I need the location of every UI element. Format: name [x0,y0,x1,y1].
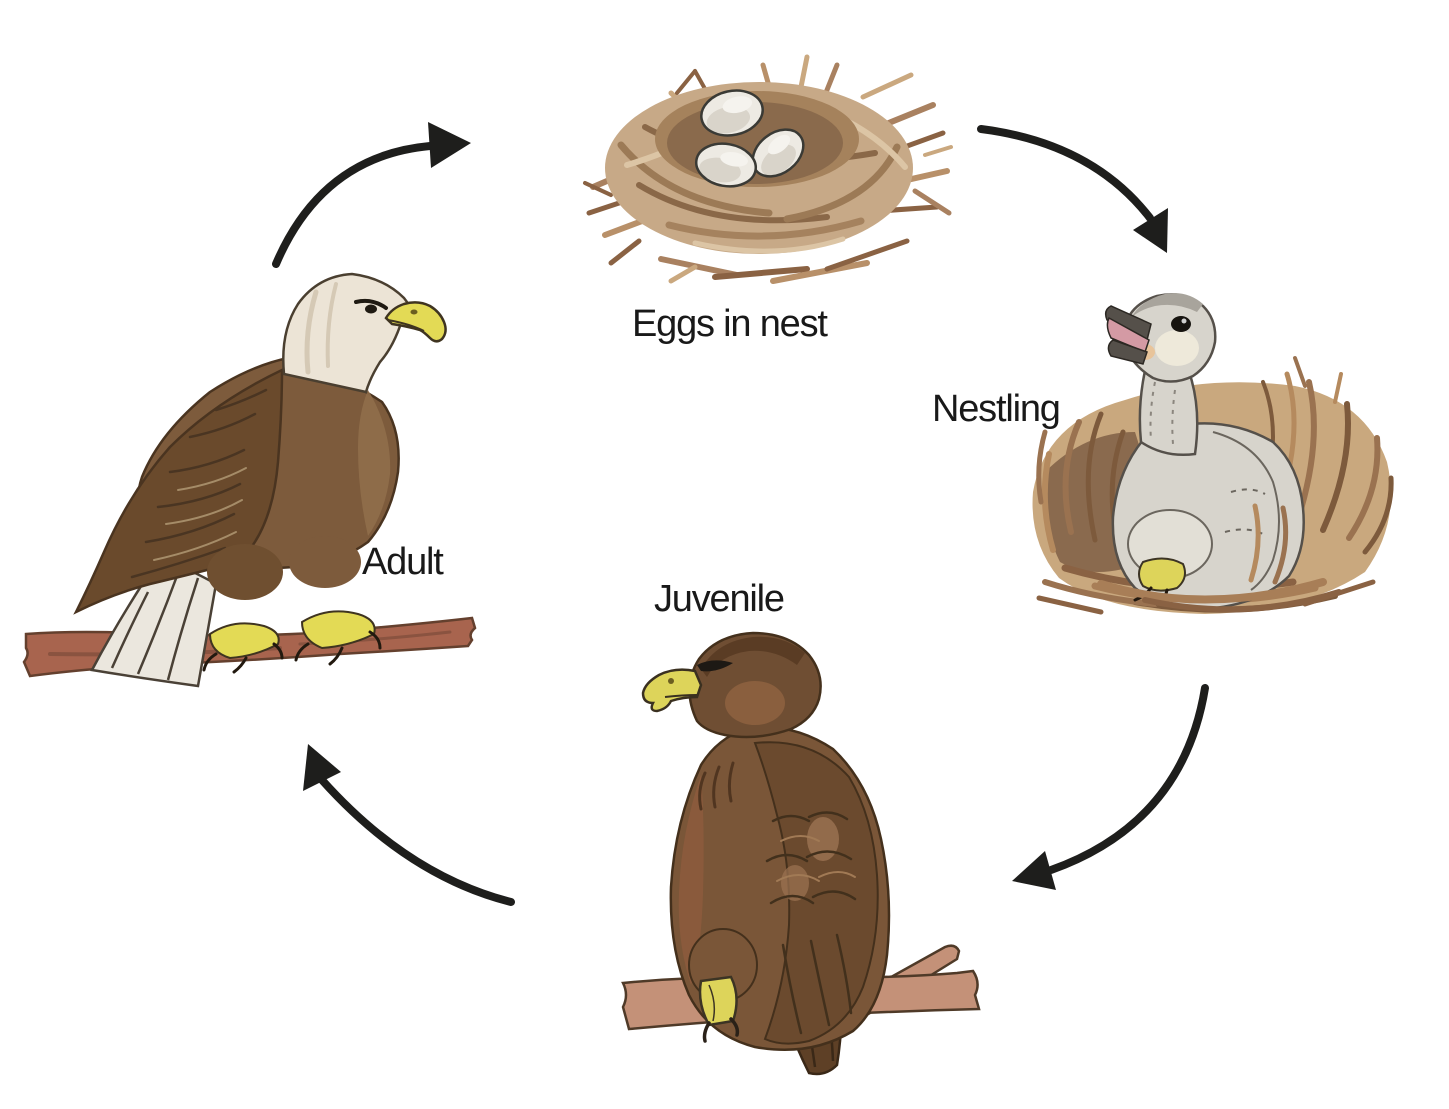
adult-tail [90,555,218,688]
juvenile-crown [701,636,805,677]
arrow-eggs-to-nestling [977,125,1168,253]
juvenile-cheek [725,681,785,725]
nestling-illustration [1032,293,1394,615]
stage-label-nestling: Nestling [932,388,1061,430]
egg [751,128,805,178]
nestling-foot [1138,557,1186,592]
adult-beak-mouth-line [387,319,425,332]
stage-label-adult: Adult [362,541,444,583]
juvenile-wing-feathers [765,811,857,1035]
nestling-chick [1104,293,1305,610]
arrow-nestling-to-juvenile [1012,684,1209,890]
adult-leg-feathers [289,536,361,588]
adult-leg-feathers [207,544,283,600]
juvenile-foot [698,975,740,1043]
adult-eagle-illustration [22,272,477,688]
adult-chest-highlight [358,390,391,536]
nestling-lower-beak [1107,339,1148,365]
egg [694,142,758,188]
juvenile-eagle-illustration [621,631,981,1076]
nestling-upper-beak [1104,305,1152,342]
arrow-juvenile-to-adult [303,744,515,906]
nestling-cheek [1155,330,1199,366]
adult-eye-brow [354,298,388,310]
adult-feet [202,610,382,674]
nestling-straw-front [1097,503,1342,613]
juvenile-beak [641,668,703,713]
juvenile-wing-light-patch [807,817,839,861]
nestling-mouth [1106,316,1150,353]
juvenile-beak-nostril [668,678,674,684]
nestling-crown [1131,293,1203,318]
juvenile-beak-mouth-line [664,694,698,698]
juvenile-eye [697,660,733,672]
juvenile-neck-ruff [698,761,735,811]
adult-head-shading [304,282,338,375]
nestling-wing-fold [1212,431,1280,591]
adult-wing-feathers [130,388,268,579]
adult-head [282,272,416,394]
stage-label-eggs-in-nest: Eggs in nest [632,303,828,345]
adult-beak [384,301,447,343]
juvenile-breast-rufous [678,775,704,985]
arrow-adult-to-eggs [272,122,471,268]
adult-eye [365,304,377,314]
adult-beak-nostril [410,309,418,315]
eggs-in-nest-illustration [583,54,953,284]
egg [700,89,764,137]
juvenile-wing-light-patch [781,865,809,901]
stage-label-juvenile: Juvenile [654,578,785,620]
nestling-eye [1171,316,1191,332]
